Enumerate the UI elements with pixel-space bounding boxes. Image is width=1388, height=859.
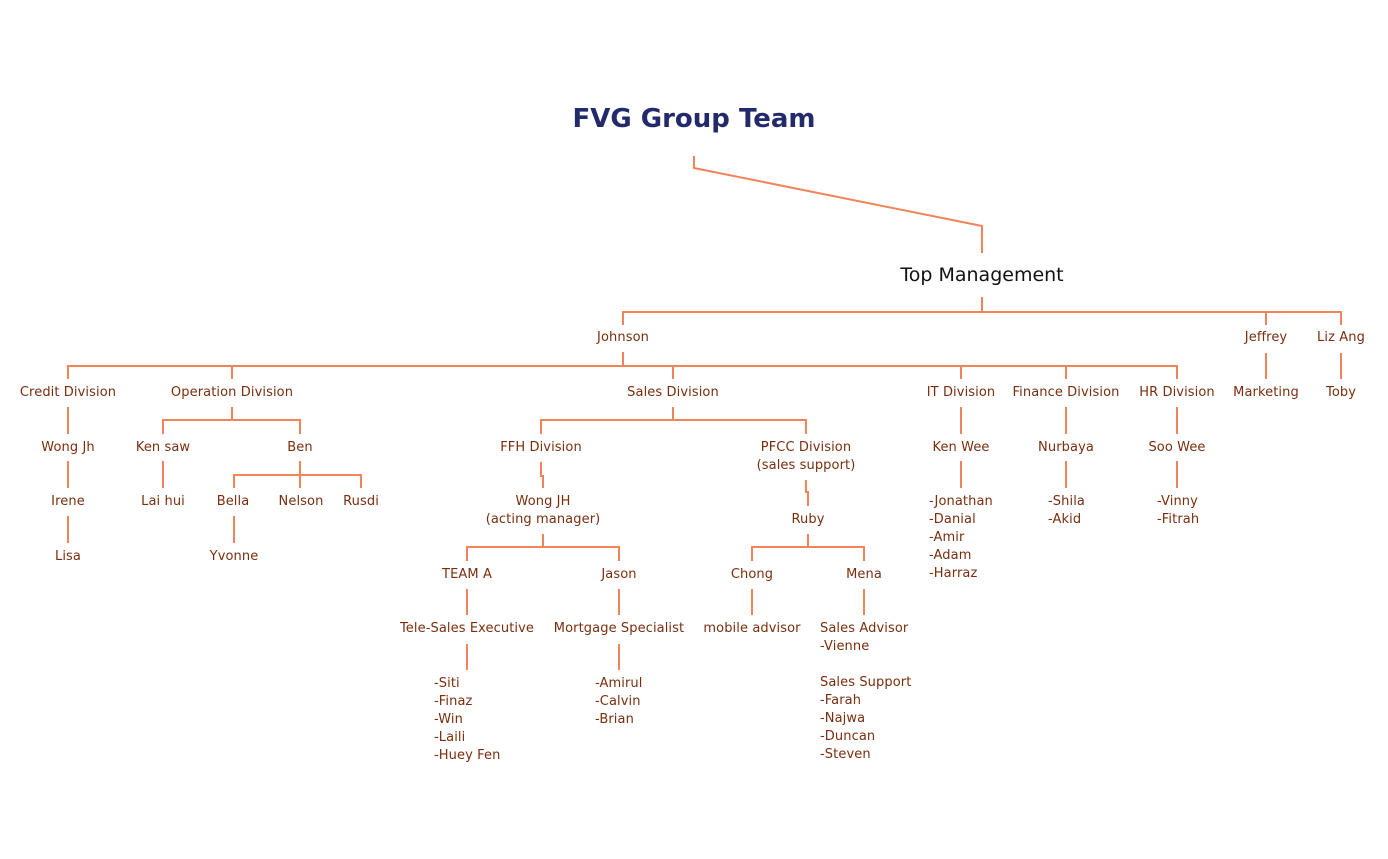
node-ffh-division: FFH Division <box>500 440 582 455</box>
node-johnson: Johnson <box>597 330 649 345</box>
hr-member-list: -Vinny -Fitrah <box>1157 494 1200 527</box>
node-operation-division: Operation Division <box>170 385 294 400</box>
node-pfcc-division: PFCC Division (sales support) <box>756 440 856 473</box>
node-marketing: Marketing <box>1233 385 1299 400</box>
node-yvonne: Yvonne <box>209 549 259 564</box>
mena-team-list: Sales Advisor -Vienne Sales Support -Far… <box>820 621 912 762</box>
node-finance-division: Finance Division <box>1012 385 1120 400</box>
node-credit-division: Credit Division <box>19 385 117 400</box>
node-nelson: Nelson <box>278 494 324 509</box>
node-ken-saw: Ken saw <box>135 440 191 455</box>
it-member-list: -Jonathan -Danial -Amir -Adam -Harraz <box>929 494 993 581</box>
connector-ffh-wong <box>540 462 544 488</box>
node-irene: Irene <box>51 494 85 509</box>
node-wong-jh-acting: Wong JH (acting manager) <box>485 494 601 527</box>
node-hr-division: HR Division <box>1139 385 1215 400</box>
node-bella: Bella <box>216 494 250 509</box>
finance-member-list: -Shila -Akid <box>1048 494 1085 527</box>
connector-pfcc-ruby <box>805 480 809 506</box>
node-lisa: Lisa <box>55 549 81 564</box>
node-jeffrey: Jeffrey <box>1244 330 1288 345</box>
node-soo-wee: Soo Wee <box>1148 440 1206 455</box>
node-sales-division: Sales Division <box>627 385 719 400</box>
mortgage-member-list: -Amirul -Calvin -Brian <box>595 676 643 727</box>
node-mobile-advisor: mobile advisor <box>703 621 801 636</box>
tele-sales-member-list: -Siti -Finaz -Win -Laili -Huey Fen <box>434 676 501 763</box>
connector-title-top <box>693 156 983 253</box>
node-mortgage-specialist: Mortgage Specialist <box>553 621 685 636</box>
node-toby: Toby <box>1325 385 1357 400</box>
node-rusdi: Rusdi <box>343 494 379 509</box>
node-it-division: IT Division <box>926 385 996 400</box>
top-management-node: Top Management <box>900 264 1064 286</box>
node-lai-hui: Lai hui <box>141 494 185 509</box>
node-nurbaya: Nurbaya <box>1038 440 1094 455</box>
node-ken-wee: Ken Wee <box>932 440 990 455</box>
node-chong: Chong <box>730 567 774 582</box>
node-wong-jh-credit: Wong Jh <box>41 440 95 455</box>
node-team-a: TEAM A <box>442 567 492 582</box>
node-ruby: Ruby <box>791 512 825 527</box>
node-jason: Jason <box>601 567 637 582</box>
node-tele-sales-executive: Tele-Sales Executive <box>399 621 535 636</box>
diagram-title: FVG Group Team <box>572 104 816 134</box>
node-liz-ang: Liz Ang <box>1317 330 1365 345</box>
node-mena: Mena <box>846 567 882 582</box>
node-ben: Ben <box>287 440 313 455</box>
